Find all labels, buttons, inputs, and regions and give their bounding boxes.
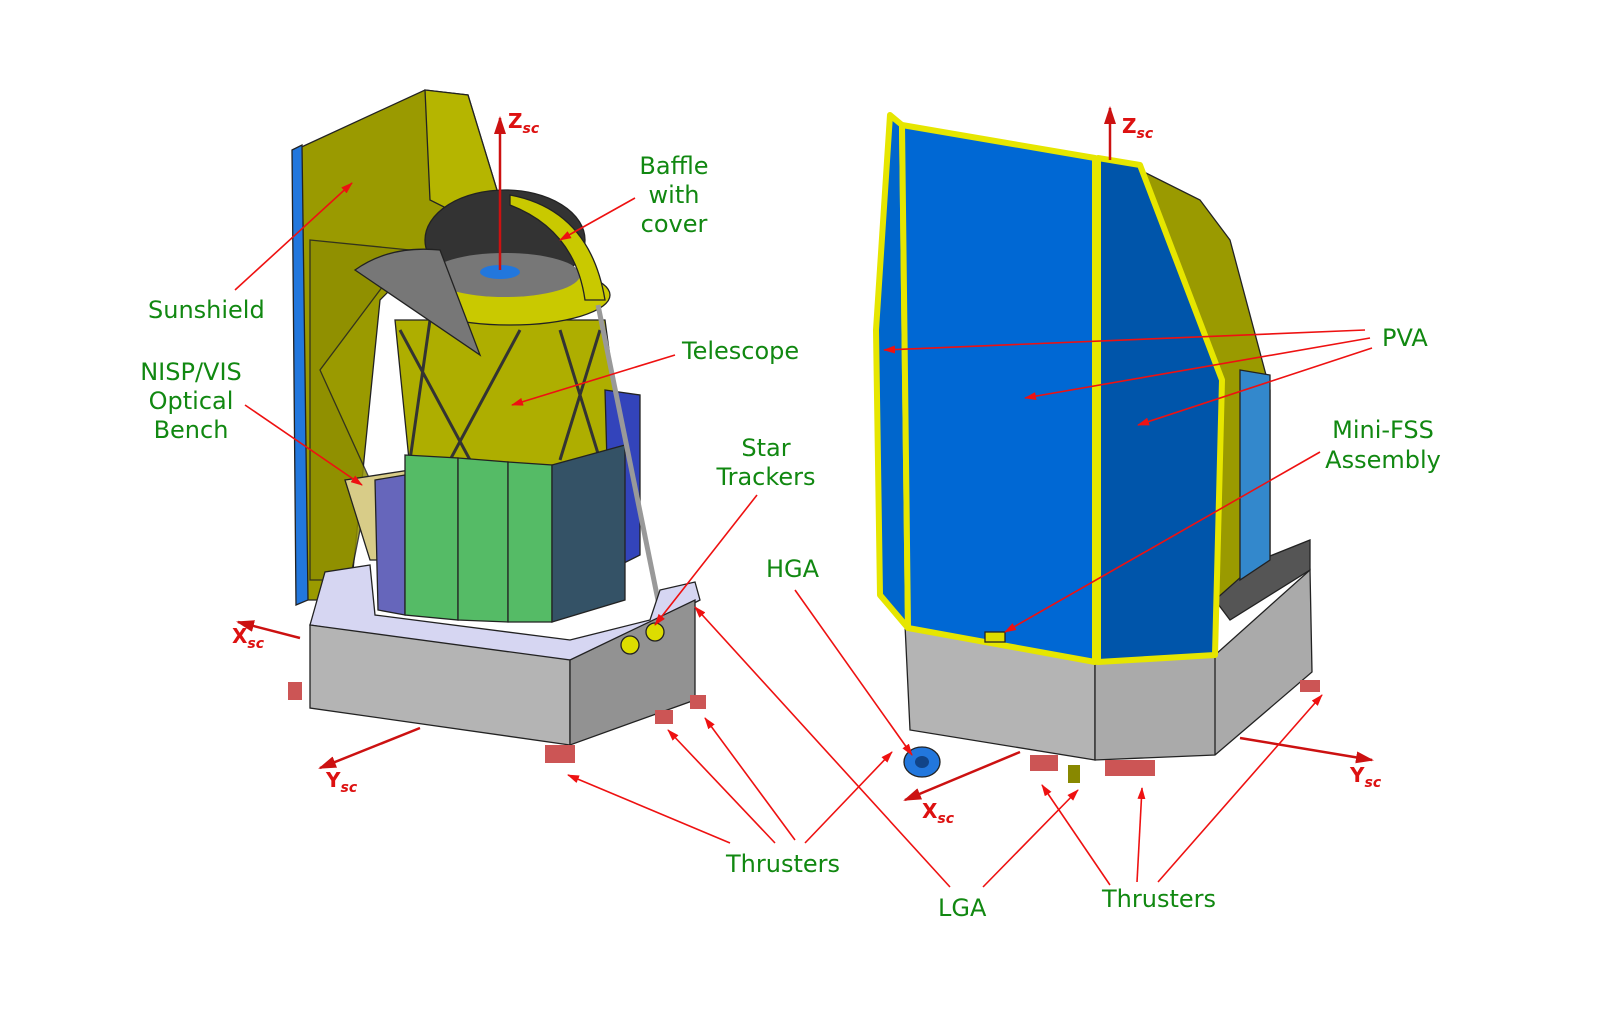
- x-axis-arrow-left: [236, 620, 301, 640]
- axis-label-x-left: Xsc: [232, 624, 265, 652]
- telescope-tube: [394, 319, 626, 471]
- thruster-cluster: [288, 682, 706, 763]
- y-axis-arrow-right: [1239, 736, 1374, 764]
- pva-center-panel: [899, 122, 1098, 665]
- label-optical-bench-line1: NISP/VIS: [140, 358, 242, 386]
- green-panel-2: [457, 457, 509, 623]
- label-baffle-line3: cover: [641, 210, 708, 238]
- spacecraft-left-view: [236, 89, 706, 770]
- label-telescope: Telescope: [681, 337, 799, 365]
- label-thrusters-right: Thrusters: [1101, 885, 1216, 913]
- label-star-trackers-line2: Trackers: [715, 463, 815, 491]
- baffle-cover: [509, 194, 606, 301]
- callout-arrows: [234, 182, 1373, 888]
- baffle-cover-frame: [353, 248, 482, 357]
- star-tracker-cluster: [620, 622, 665, 655]
- sunshield-edge-blue: [291, 143, 309, 606]
- dark-panel: [551, 444, 626, 623]
- service-module-side: [569, 598, 696, 746]
- thruster-cluster-right: [1030, 680, 1320, 783]
- label-mini-fss-line1: Mini-FSS: [1332, 416, 1434, 444]
- telescope-struts: [398, 319, 602, 461]
- label-star-trackers-line1: Star: [741, 434, 790, 462]
- label-thrusters-left: Thrusters: [725, 850, 840, 878]
- axis-label-z-right: Zsc: [1122, 114, 1154, 142]
- label-sunshield: Sunshield: [148, 296, 265, 324]
- axis-label-z-left: Zsc: [508, 109, 540, 137]
- label-lga: LGA: [938, 894, 987, 922]
- hga-dish: [903, 746, 941, 778]
- label-baffle-line1: Baffle: [639, 152, 708, 180]
- mini-fss-unit: [984, 631, 1006, 643]
- label-mini-fss-line2: Assembly: [1325, 446, 1441, 474]
- label-baffle-line2: with: [649, 181, 700, 209]
- antenna-boom: [595, 304, 663, 611]
- label-pva: PVA: [1382, 324, 1428, 352]
- y-axis-arrow-left: [318, 726, 421, 770]
- label-hga: HGA: [766, 555, 820, 583]
- axis-label-x-right: Xsc: [922, 799, 955, 827]
- green-panel-1: [404, 454, 459, 621]
- mirror: [480, 265, 520, 279]
- label-optical-bench-line2: Optical: [149, 387, 234, 415]
- axis-label-y-right: Ysc: [1349, 763, 1382, 791]
- spacecraft-right-view: [873, 106, 1374, 802]
- green-panel-3: [507, 461, 553, 623]
- side-blue-panel: [1239, 369, 1271, 582]
- purple-panel: [374, 474, 406, 616]
- x-axis-arrow-right: [903, 750, 1021, 802]
- label-optical-bench-line3: Bench: [154, 416, 229, 444]
- axis-label-y-left: Ysc: [325, 768, 358, 796]
